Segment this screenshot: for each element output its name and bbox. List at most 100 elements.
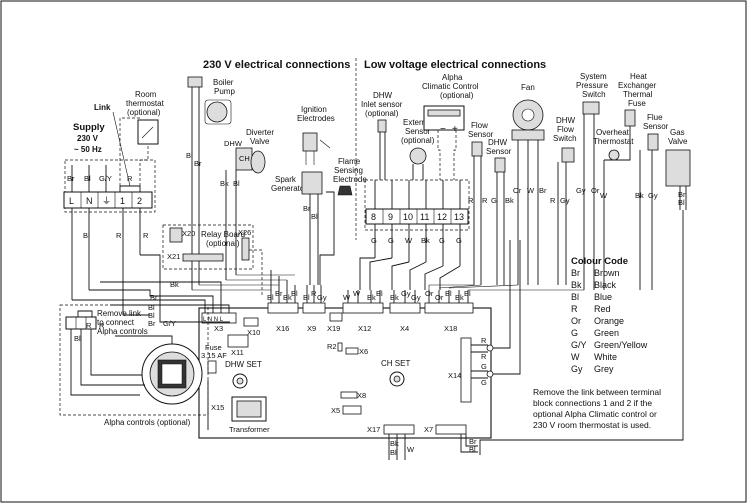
supply-bottom-bl: Bl <box>83 231 90 240</box>
svg-text:Diverter: Diverter <box>246 128 274 137</box>
svg-text:Bk: Bk <box>455 293 464 302</box>
svg-text:Blue: Blue <box>594 292 612 302</box>
svg-text:W: W <box>407 445 415 454</box>
flow-sensor: Flow Sensor R R <box>468 121 494 285</box>
supply-dashed-box <box>64 159 156 213</box>
svg-text:Fuse: Fuse <box>628 99 646 108</box>
svg-text:DHW: DHW <box>373 91 393 100</box>
overheat-thermostat: Overheat Thermostat W <box>593 128 634 290</box>
svg-text:CH SET: CH SET <box>381 359 410 368</box>
svg-text:X10: X10 <box>247 328 260 337</box>
connector-x9 <box>302 302 326 314</box>
svg-text:Br: Br <box>303 204 311 213</box>
connector-x12 <box>342 302 384 314</box>
svg-text:L N N L: L N N L <box>203 317 224 323</box>
terminal-1: 1 <box>120 196 125 206</box>
svg-text:Electrodes: Electrodes <box>297 114 335 123</box>
svg-text:X11: X11 <box>231 348 244 357</box>
system-pressure-switch: System Pressure Switch Gy Or <box>576 72 609 290</box>
supply-wire-gy: G/Y <box>99 174 112 183</box>
supply-terminal-block: L N ⏚ 1 2 <box>63 191 153 209</box>
svg-text:Gy: Gy <box>571 364 583 374</box>
svg-text:(optional): (optional) <box>127 108 161 117</box>
svg-text:optional Alpha Climatic contro: optional Alpha Climatic control or <box>533 409 657 419</box>
svg-text:Overheat: Overheat <box>596 128 630 137</box>
svg-text:Inlet sensor: Inlet sensor <box>361 100 403 109</box>
svg-text:R: R <box>481 352 487 361</box>
alpha-controls-caption: Alpha controls (optional) <box>104 418 191 427</box>
connector-x11 <box>227 334 249 348</box>
svg-text:Bl: Bl <box>376 289 383 298</box>
svg-text:Bk: Bk <box>635 191 644 200</box>
svg-text:Switch: Switch <box>553 134 577 143</box>
svg-text:Gy: Gy <box>317 293 327 302</box>
header-230v: 230 V electrical connections <box>203 59 350 71</box>
svg-text:G: G <box>491 196 497 205</box>
connector-x6 <box>345 347 359 355</box>
svg-text:R: R <box>99 321 105 330</box>
svg-text:G: G <box>481 378 487 387</box>
svg-text:Green/Yellow: Green/Yellow <box>594 340 648 350</box>
connector-x10 <box>243 317 259 327</box>
svg-text:Gy: Gy <box>576 186 586 195</box>
gas-valve: Gas Valve Br Bl <box>479 128 691 455</box>
ignition-electrodes: Ignition Electrodes <box>297 105 335 165</box>
svg-text:X19: X19 <box>327 324 340 333</box>
terminal-earth: ⏚ <box>102 196 111 206</box>
supply-frequency: ~ 50 Hz <box>74 145 102 154</box>
svg-text:Bl: Bl <box>233 179 240 188</box>
supply-wire-r: R <box>127 174 133 183</box>
svg-text:Bl: Bl <box>303 293 310 302</box>
supply-voltage: 230 V <box>77 134 99 143</box>
svg-text:R2: R2 <box>327 342 337 351</box>
svg-text:11: 11 <box>420 212 429 222</box>
svg-text:Green: Green <box>594 328 619 338</box>
svg-text:Valve: Valve <box>250 137 270 146</box>
svg-text:X12: X12 <box>358 324 371 333</box>
svg-text:+: + <box>452 124 458 135</box>
svg-text:Br: Br <box>148 319 156 328</box>
svg-text:Switch: Switch <box>582 90 606 99</box>
svg-text:Electrode: Electrode <box>333 175 367 184</box>
svg-text:Bl: Bl <box>148 311 155 320</box>
svg-text:Thermostat: Thermostat <box>593 137 634 146</box>
flame-electrode-icon <box>337 185 353 196</box>
svg-text:Generator: Generator <box>271 184 307 193</box>
svg-text:System: System <box>580 72 607 81</box>
svg-text:Bl: Bl <box>186 151 193 160</box>
colour-code-legend: Colour Code Br Brown Bk Black Bl Blue R … <box>571 256 648 374</box>
svg-text:Alpha controls: Alpha controls <box>97 327 148 336</box>
svg-text:R: R <box>468 196 474 205</box>
alpha-controls: Remove link to connect Alpha controls Bl… <box>59 304 209 427</box>
svg-text:to connect: to connect <box>97 318 135 327</box>
svg-text:Pressure: Pressure <box>576 81 609 90</box>
boiler-pump: Boiler Pump Bl Br <box>186 76 235 290</box>
fuse-icon <box>207 360 217 374</box>
svg-text:G: G <box>456 236 462 245</box>
link-removal-note: Remove the link between terminal block c… <box>533 387 661 430</box>
svg-text:G: G <box>481 362 487 371</box>
svg-text:Grey: Grey <box>594 364 614 374</box>
alpha-link-terminal <box>65 316 97 330</box>
alpha-controls-boundary <box>59 304 209 416</box>
svg-text:Heat: Heat <box>630 72 648 81</box>
svg-text:Br: Br <box>150 293 158 302</box>
svg-text:Gy: Gy <box>560 196 570 205</box>
svg-text:Bl: Bl <box>678 198 685 207</box>
svg-text:Bl: Bl <box>469 445 476 454</box>
svg-text:Or: Or <box>591 186 600 195</box>
svg-text:Flow: Flow <box>471 121 488 130</box>
svg-text:W: W <box>571 352 580 362</box>
connector-x7 <box>435 424 467 435</box>
supply-block: Supply 230 V ~ 50 Hz Link L N ⏚ 1 2 Br B… <box>63 103 156 300</box>
svg-text:Valve: Valve <box>668 137 688 146</box>
diverter-motor-icon <box>250 150 266 174</box>
main-pcb: L N N L X3 X10 X11 Fuse 3.15 AF X16 Bl B… <box>198 289 492 460</box>
svg-text:block connections 1 and 2 if t: block connections 1 and 2 if the <box>533 398 652 408</box>
svg-text:Bk: Bk <box>421 236 430 245</box>
svg-text:R: R <box>571 304 578 314</box>
svg-text:DHW: DHW <box>224 139 243 148</box>
header-low-voltage: Low voltage electrical connections <box>364 59 546 71</box>
svg-text:3.15 AF: 3.15 AF <box>201 351 227 360</box>
